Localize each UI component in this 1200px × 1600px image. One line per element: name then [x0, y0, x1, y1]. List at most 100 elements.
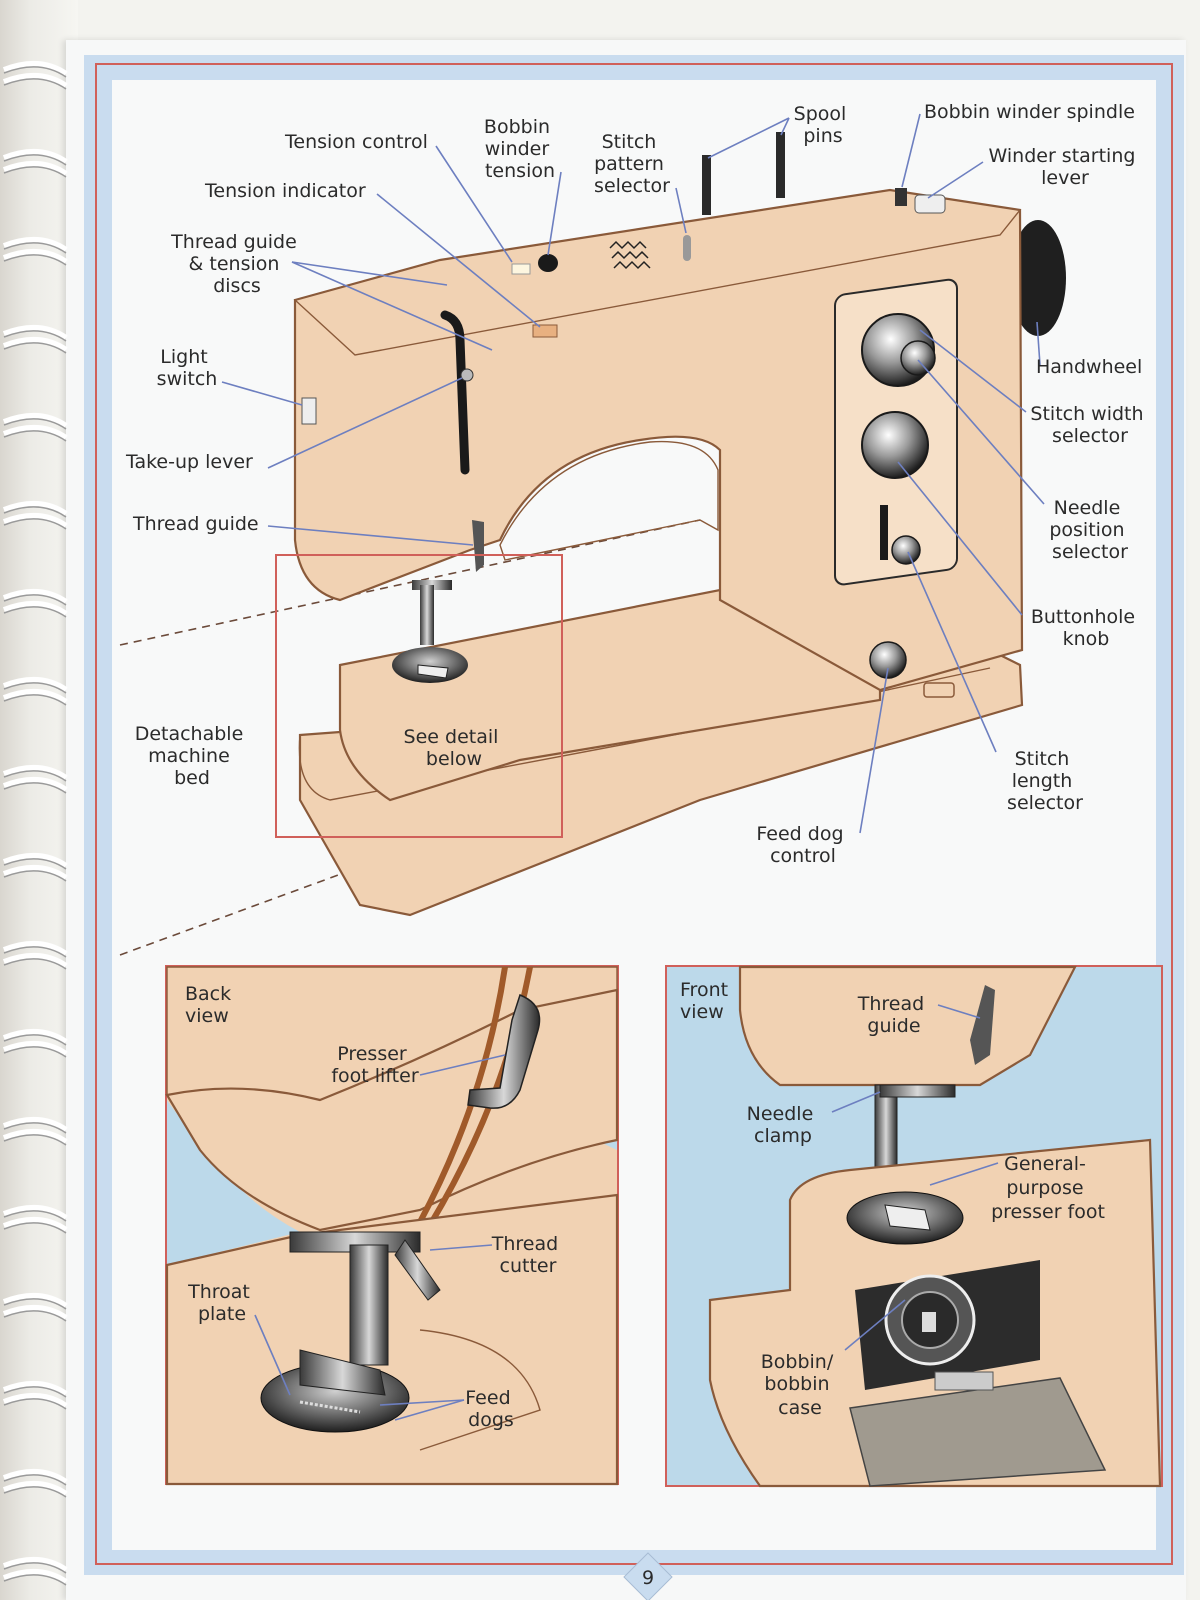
- binding-ring-shadow: [3, 418, 67, 430]
- label-bobbin-winder-spindle: Bobbin winder spindle: [924, 101, 1135, 123]
- binding-ring: [2, 1040, 68, 1057]
- label-needle-position-selector: Needle position selector: [1049, 497, 1130, 563]
- binding-ring: [2, 248, 68, 265]
- binding-ring-shadow: [3, 682, 67, 694]
- label-stitch-length-selector: Stitch length selector: [1007, 748, 1083, 814]
- binding-ring-shadow: [3, 1034, 67, 1046]
- label-winder-starting-lever: Winder starting lever: [989, 145, 1142, 189]
- binding-ring: [2, 1292, 68, 1309]
- binding-ring-shadow: [3, 1134, 67, 1146]
- label-needle-clamp: Needle clamp: [747, 1103, 820, 1147]
- binding-ring: [2, 852, 68, 869]
- binding-ring-shadow: [3, 1398, 67, 1410]
- binding-ring: [2, 1480, 68, 1497]
- label-bobbin-case: Bobbin/ bobbin case: [761, 1351, 840, 1419]
- binding-ring: [2, 1304, 68, 1321]
- binding-ring: [2, 952, 68, 969]
- back-view-panel: Back view Presser foot lifter Thread cut…: [165, 965, 619, 1486]
- front-view-panel: Front view Thread guide Needle clamp Gen…: [665, 965, 1163, 1488]
- binding-rings: [2, 60, 68, 1586]
- binding-ring-shadow: [3, 1222, 67, 1234]
- binding-ring-shadow: [3, 430, 67, 442]
- stitch-length-knob: [891, 535, 921, 565]
- binding-ring-shadow: [3, 1574, 67, 1586]
- label-handwheel: Handwheel: [1036, 356, 1142, 378]
- binding-ring-shadow: [3, 1386, 67, 1398]
- stitch-pattern-symbols: [609, 240, 651, 270]
- binding-ring-shadow: [3, 254, 67, 266]
- label-thread-guide-tension-discs: Thread guide & tension discs: [170, 231, 303, 297]
- binding-ring-shadow: [3, 594, 67, 606]
- label-tension-control: Tension control: [284, 131, 428, 153]
- binding-ring: [2, 500, 68, 517]
- binding-ring: [2, 1556, 68, 1573]
- binding-ring-shadow: [3, 858, 67, 870]
- binding-ring-shadow: [3, 330, 67, 342]
- binding-ring-shadow: [3, 78, 67, 90]
- binding-ring-shadow: [3, 782, 67, 794]
- binding-ring-shadow: [3, 1210, 67, 1222]
- binding-ring: [2, 1216, 68, 1233]
- binding-ring-shadow: [3, 1486, 67, 1498]
- label-detachable-machine-bed: Detachable machine bed: [135, 723, 250, 789]
- handwheel: [1010, 220, 1066, 336]
- front-view-title: Front view: [680, 979, 734, 1023]
- label-general-purpose-presser-foot: General- purpose presser foot: [991, 1153, 1105, 1223]
- binding-ring-shadow: [3, 1046, 67, 1058]
- binding-ring-shadow: [3, 1562, 67, 1574]
- binding-ring: [2, 412, 68, 429]
- binding-ring-shadow: [3, 1474, 67, 1486]
- label-stitch-width-selector: Stitch width selector: [1030, 403, 1149, 447]
- binding-ring-shadow: [3, 870, 67, 882]
- binding-ring-shadow: [3, 1298, 67, 1310]
- binding-ring: [2, 1380, 68, 1397]
- binding-ring: [2, 60, 68, 77]
- label-thread-cutter: Thread cutter: [491, 1233, 564, 1277]
- label-stitch-pattern-selector: Stitch pattern selector: [594, 131, 670, 197]
- spiral-binding: [0, 0, 78, 1600]
- back-view-title: Back view: [185, 983, 237, 1027]
- label-take-up-lever: Take-up lever: [125, 451, 253, 473]
- binding-ring-shadow: [3, 506, 67, 518]
- label-buttonhole-knob: Buttonhole knob: [1031, 606, 1141, 650]
- binding-ring: [2, 236, 68, 253]
- detail-box: [275, 554, 563, 838]
- binding-ring: [2, 424, 68, 441]
- label-thread-guide: Thread guide: [132, 513, 259, 535]
- page-number: 9: [642, 1567, 654, 1589]
- binding-ring-shadow: [3, 66, 67, 78]
- binding-ring-shadow: [3, 1122, 67, 1134]
- label-feed-dog-control: Feed dog control: [756, 823, 849, 867]
- label-feed-dogs: Feed dogs: [465, 1387, 516, 1431]
- binding-ring: [2, 72, 68, 89]
- binding-ring: [2, 1204, 68, 1221]
- binding-ring-shadow: [3, 1310, 67, 1322]
- page-number-badge: 9: [623, 1552, 673, 1600]
- binding-ring: [2, 1128, 68, 1145]
- binding-ring-shadow: [3, 946, 67, 958]
- leader-lines: [221, 113, 1045, 834]
- binding-ring-shadow: [3, 154, 67, 166]
- binding-ring: [2, 588, 68, 605]
- binding-ring: [2, 600, 68, 617]
- binding-ring: [2, 1468, 68, 1485]
- feed-dog-control-knob: [869, 641, 907, 679]
- binding-ring: [2, 324, 68, 341]
- binding-ring: [2, 776, 68, 793]
- binding-ring: [2, 1028, 68, 1045]
- sewing-machine-illustration: [119, 132, 1066, 956]
- binding-ring: [2, 940, 68, 957]
- binding-ring-shadow: [3, 342, 67, 354]
- label-tension-indicator: Tension indicator: [204, 180, 366, 202]
- label-front-thread-guide: Thread guide: [857, 993, 930, 1037]
- binding-ring: [2, 1392, 68, 1409]
- binding-ring-shadow: [3, 166, 67, 178]
- binding-ring: [2, 160, 68, 177]
- binding-ring-shadow: [3, 694, 67, 706]
- callout-labels: Tension control Tension indicator Bobbin…: [125, 101, 1149, 867]
- label-see-detail-below: See detail below: [404, 726, 505, 770]
- spool-pin: [702, 155, 711, 215]
- needle-position-knob: [861, 411, 929, 479]
- binding-ring: [2, 688, 68, 705]
